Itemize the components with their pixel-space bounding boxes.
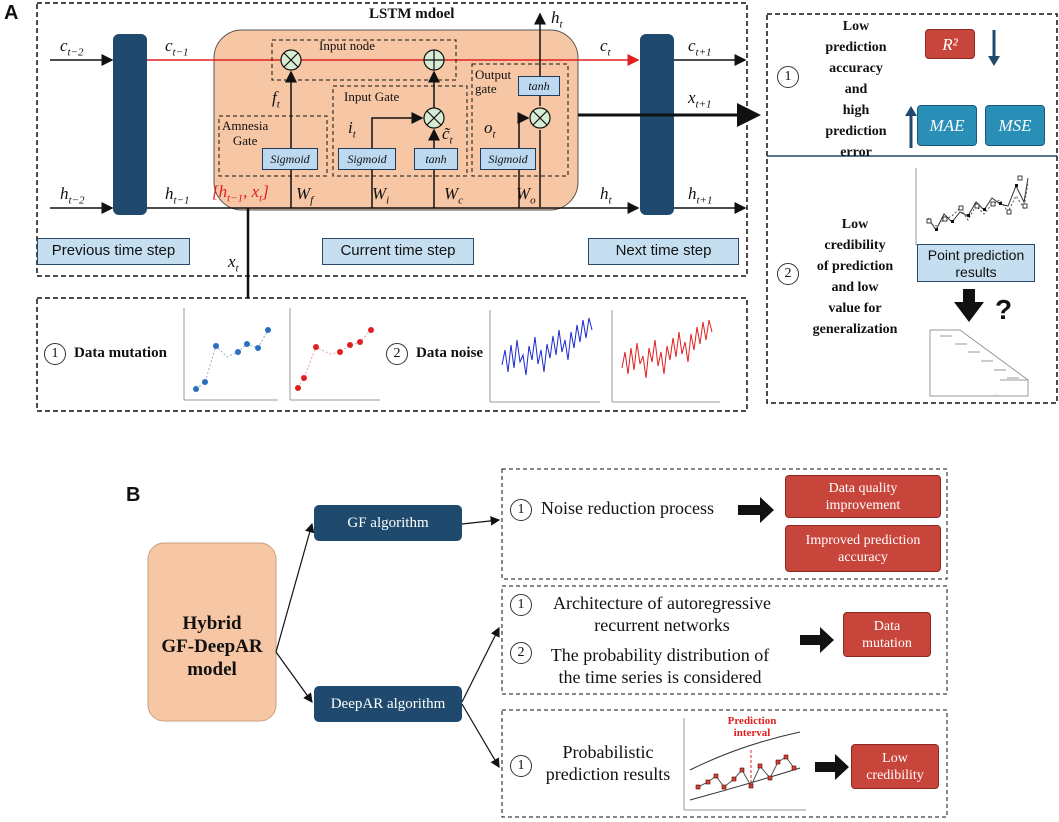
h-t-plus-1: ht+1 <box>688 184 713 207</box>
data-noise-label: Data noise <box>416 345 484 361</box>
b-probabilistic-number: 1 <box>510 755 532 777</box>
r2-badge: R² <box>925 29 975 59</box>
tanh-candidate: tanh <box>414 148 458 170</box>
x-t: xt <box>228 252 239 275</box>
question-mark: ? <box>995 294 1013 325</box>
staircase-graphic <box>929 329 1029 397</box>
sigmoid-input: Sigmoid <box>338 148 396 170</box>
w-f: Wf <box>296 184 314 207</box>
point-prediction-chart <box>915 168 1035 246</box>
c-t-minus-2: ct−2 <box>60 36 84 59</box>
w-c: Wc <box>444 184 464 207</box>
panel-b-letter: B <box>126 484 141 506</box>
x-t-plus-1: xt+1 <box>688 88 712 111</box>
mutation-chart-blue <box>183 308 278 401</box>
next-cell-block <box>640 34 674 215</box>
problem-1-number: 1 <box>777 66 799 88</box>
h-t-minus-1: ht−1 <box>165 184 190 207</box>
next-time-step: Next time step <box>588 238 739 265</box>
b-architecture-number: 1 <box>510 594 532 616</box>
hybrid-model-box <box>147 542 277 722</box>
b-probability-number: 2 <box>510 642 532 664</box>
lstm-title: LSTM mdoel <box>369 6 455 22</box>
c-t-plus-1: ct+1 <box>688 36 712 59</box>
lstm-frame <box>36 2 748 277</box>
noise-chart-red <box>611 310 720 403</box>
sigmoid-forget: Sigmoid <box>262 148 318 170</box>
h-t-minus-2: ht−2 <box>60 184 85 207</box>
sigmoid-output: Sigmoid <box>480 148 536 170</box>
probabilistic-chart <box>683 718 806 811</box>
input-node-label: Input node <box>319 38 375 53</box>
data-issues-frame <box>36 297 748 412</box>
w-i: Wi <box>372 184 390 207</box>
previous-time-step: Previous time step <box>37 238 190 265</box>
mse-badge: MSE <box>985 105 1045 146</box>
b-noise-number: 1 <box>510 499 532 521</box>
mutation-chart-red <box>289 308 380 401</box>
f-t: ft <box>272 88 280 111</box>
panel-a-letter: A <box>4 2 19 24</box>
noise-chart-blue <box>489 310 600 403</box>
problems-frame <box>766 13 1058 404</box>
noise-number: 2 <box>386 343 408 365</box>
c-t-minus-1: ct−1 <box>165 36 189 59</box>
c-t: ct <box>600 36 611 59</box>
deepar-algorithm-box: DeepAR algorithm <box>314 686 462 722</box>
noise-reduction-label: Noise reduction process <box>541 498 714 518</box>
data-mutation-label: Data mutation <box>74 345 167 361</box>
tanh-output: tanh <box>518 76 560 96</box>
c-tilde-t: c̃t <box>442 124 453 147</box>
current-time-step: Current time step <box>322 238 474 265</box>
concat-input: [ht−1, xt] <box>212 182 269 205</box>
mae-badge: MAE <box>917 105 977 146</box>
gf-algorithm-box: GF algorithm <box>314 505 462 541</box>
prev-cell-block <box>113 34 147 215</box>
problem-2-number: 2 <box>777 263 799 285</box>
w-o: Wo <box>516 184 536 207</box>
input-gate-label: Input Gate <box>344 89 400 104</box>
o-t: ot <box>484 118 496 141</box>
h-t: ht <box>600 184 612 207</box>
i-t: it <box>348 118 356 141</box>
h-t-top: ht <box>551 8 563 31</box>
mutation-number: 1 <box>44 343 66 365</box>
